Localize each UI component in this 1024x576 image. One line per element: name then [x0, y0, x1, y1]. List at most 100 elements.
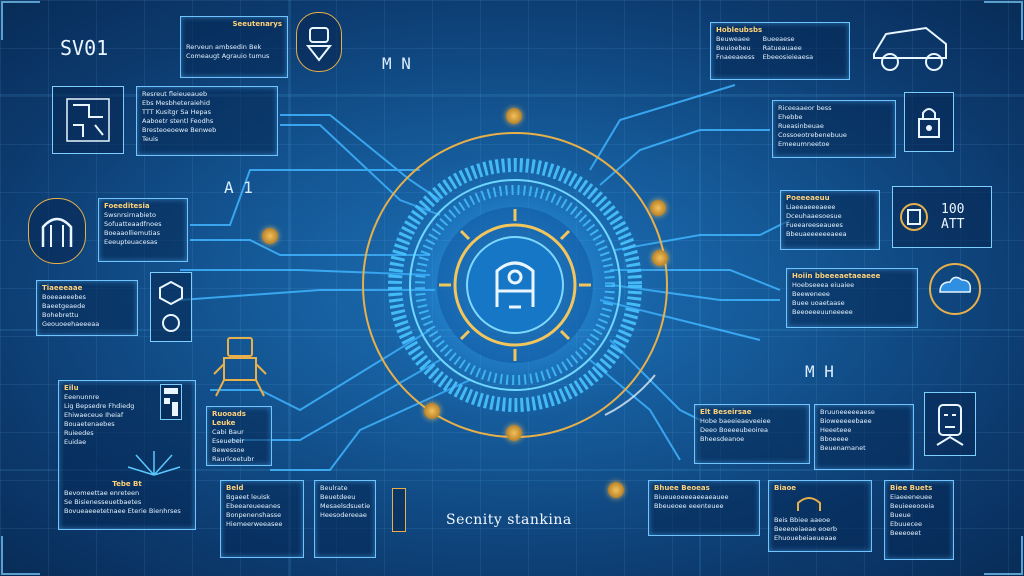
panel-line: Mesaelsdsuetiee — [320, 502, 370, 510]
panel-line: Bueue — [890, 511, 911, 519]
ring-node — [506, 108, 522, 124]
robot-icon — [213, 337, 267, 397]
panel-line: Heeeteee — [820, 426, 852, 434]
radial-burst-icon — [127, 451, 181, 476]
ring-node — [424, 403, 440, 419]
panel-line: Deeo Boeeeubeoirea — [700, 426, 769, 434]
panel-line: Eseuebeir — [212, 437, 245, 445]
panel-mid-left: Foeeditesia Swsnrsirnabieto Sofuatteaadf… — [98, 198, 188, 262]
panel-line: Beeeoeet — [890, 529, 921, 537]
panel-bottom-right: Biee Buets Eiaeeeneuee Beuieeeooeia Bueu… — [884, 480, 954, 560]
panel-line: Ehebbe — [778, 113, 803, 121]
core-caption: Secnity stankina — [446, 512, 572, 528]
panel-line: Bioweeeeebaee — [820, 417, 872, 425]
panel-lower-right2: Bruuneeeeeaese Bioweeeeebaee Heeeteee Bb… — [814, 404, 914, 470]
panel-line: Raurlceetubr — [212, 455, 254, 463]
panel-line: Ehiwaeceue Iheiaf — [64, 411, 124, 419]
panel-line: Beeeoeiaeae eoerb — [774, 525, 838, 533]
panel-line: Beuioebeu — [716, 44, 751, 52]
panel-line: Eeeupteuacesas — [104, 238, 158, 246]
panel-line: Comeaugt Agrauio tumus — [186, 52, 270, 60]
panel-subtitle: Tebe Bt — [112, 480, 142, 488]
panel-line: Bovueaeeetetnaee Eterie Bienhrses — [64, 507, 181, 515]
panel-bottom-right-mid: Bhuee Beoeas Biueueoeeeaeeaeauee Bbeueoe… — [648, 480, 760, 536]
chip-icon — [150, 272, 192, 342]
panel-line: Beuweaee — [716, 35, 750, 43]
panel-lower-right: Elt Beseirsae Hobe baeeieaeveeiee Deeo B… — [694, 404, 810, 464]
ring-node — [650, 200, 666, 216]
panel-line: Fnaeeaeess — [716, 53, 755, 61]
panel-line: Hiemeerweeasee — [226, 520, 283, 528]
panel-line: Bbeueoee eeenteuee — [654, 502, 724, 510]
panel-title: Hobleubsbs — [716, 26, 763, 34]
panel-line: Resreut fleieueaueb — [142, 90, 208, 98]
panel-line: Beeweneee — [792, 290, 830, 298]
header-code: SV01 — [60, 36, 109, 60]
panel-upper-left: Resreut fleieueaueb Ebs Mesbheteraiehid … — [136, 86, 278, 156]
panel-center-left: Ruooads Leuke Cabi Baur Eseuebeir Bewess… — [206, 406, 272, 466]
panel-line: Rueasinbeuae — [778, 122, 824, 130]
ring-node — [506, 425, 522, 441]
panel-title: Beld — [226, 484, 244, 492]
bottom-tag-icon — [392, 488, 406, 532]
panel-title: Biee Buets — [890, 484, 933, 492]
panel-line: Cossoeotrebenebuue — [778, 131, 847, 139]
panel-line: Biueueoeeeaeeaeauee — [654, 493, 729, 501]
panel-line: Heesodereeae — [320, 511, 367, 519]
panel-line: Euidae — [64, 438, 87, 446]
panel-line: Bonpenenshasse — [226, 511, 282, 519]
panel-line: Ebeeareueeanes — [226, 502, 281, 510]
panel-line: Ebs Mesbheteraiehid — [142, 99, 210, 107]
mid-left-label: A 1 — [224, 178, 253, 197]
panel-line: Beuieeeooeia — [890, 502, 935, 510]
panel-line: Rerveun ambsedin Bek — [186, 43, 262, 51]
panel-title: Foeeditesia — [104, 202, 150, 210]
badge-label: 100 ATT — [941, 202, 965, 232]
panel-bottom-right-c: Biaoe Beis Bbiee aaeoe Beeeoeiaeae eoerb… — [768, 480, 872, 552]
panel-line: Aaboetr stentl Feodhs — [142, 117, 214, 125]
panel-line: Beuenamanet — [820, 444, 866, 452]
panel-line: Bboeeee — [820, 435, 849, 443]
panel-title: Biaoe — [774, 484, 797, 492]
panel-line: Se Bisienesseuetbaetes — [64, 498, 142, 506]
barcode-icon — [160, 384, 182, 420]
panel-line: Bresteoeoewe Benweb — [142, 126, 217, 134]
panel-title: Seeutenarys — [232, 20, 282, 28]
panel-title: Tiaeeeaae — [42, 284, 83, 292]
panel-line: Bewessoe — [212, 446, 245, 454]
panel-title: Ruooads Leuke — [212, 410, 246, 427]
panel-line: Lig Bepsedre Fhdiedg — [64, 402, 135, 410]
panel-line: Bheesdeanoe — [700, 435, 745, 443]
panel-title: Poeeeaeuu — [786, 194, 830, 202]
badge-100-icon: 100 ATT — [892, 186, 992, 248]
robot-shield-icon — [296, 12, 342, 72]
panel-line: Fueeareeseauees — [786, 221, 843, 229]
panel-line: Geouoeehaeeeaa — [42, 320, 100, 328]
panel-line: Boeaaolliemutias — [104, 229, 160, 237]
panel-line: Hoebseeea eiuaiee — [792, 281, 855, 289]
panel-line: Bevomeettae enreteen — [64, 489, 140, 497]
panel-line: Bbeuaeeeeeeaeea — [786, 230, 847, 238]
panel-bottom-mid-left: Beld Bgaeet leuisk Ebeeareueeanes Bonpen… — [220, 480, 304, 558]
panel-line: Ratueauaee — [762, 44, 802, 52]
panel-line: Ehuouebeiaeueaae — [774, 534, 837, 542]
panel-line: Swsnrsirnabieto — [104, 211, 156, 219]
panel-top-right: Hobleubsbs Beuweaee Beuioebeu Fnaeeaeess… — [710, 22, 850, 80]
right-mid-label: M H — [805, 362, 834, 381]
panel-line: Bgaeet leuisk — [226, 493, 271, 501]
panel-line: Dceuhaaesoesue — [786, 212, 842, 220]
panel-mid-right: Poeeeaeuu Liaeeaeeeaeee Dceuhaaesoesue F… — [780, 190, 880, 250]
panel-line: Ruieedes — [64, 429, 94, 437]
panel-upper-right: Riceeaaeor bess Ehebbe Rueasinbeuae Coss… — [772, 100, 896, 158]
ring-node — [608, 482, 624, 498]
vehicle-icon — [873, 26, 947, 71]
panel-bottom-mid-b: Beulrate Beuetdeeu Mesaelsdsuetiee Heeso… — [314, 480, 376, 558]
panel-line: Ebeeosieieaesa — [762, 53, 814, 61]
panel-line: Teuis — [142, 135, 159, 143]
security-core-ring — [360, 130, 670, 440]
panel-title: Hoiin bbeeeaetaeaeee — [792, 272, 881, 280]
panel-line: Beulrate — [320, 484, 348, 492]
panel-line: Beuetdeeu — [320, 493, 356, 501]
headset-icon — [797, 497, 821, 511]
panel-top-left: Seeutenarys Rerveun ambsedin Bek Comeaug… — [180, 16, 288, 78]
